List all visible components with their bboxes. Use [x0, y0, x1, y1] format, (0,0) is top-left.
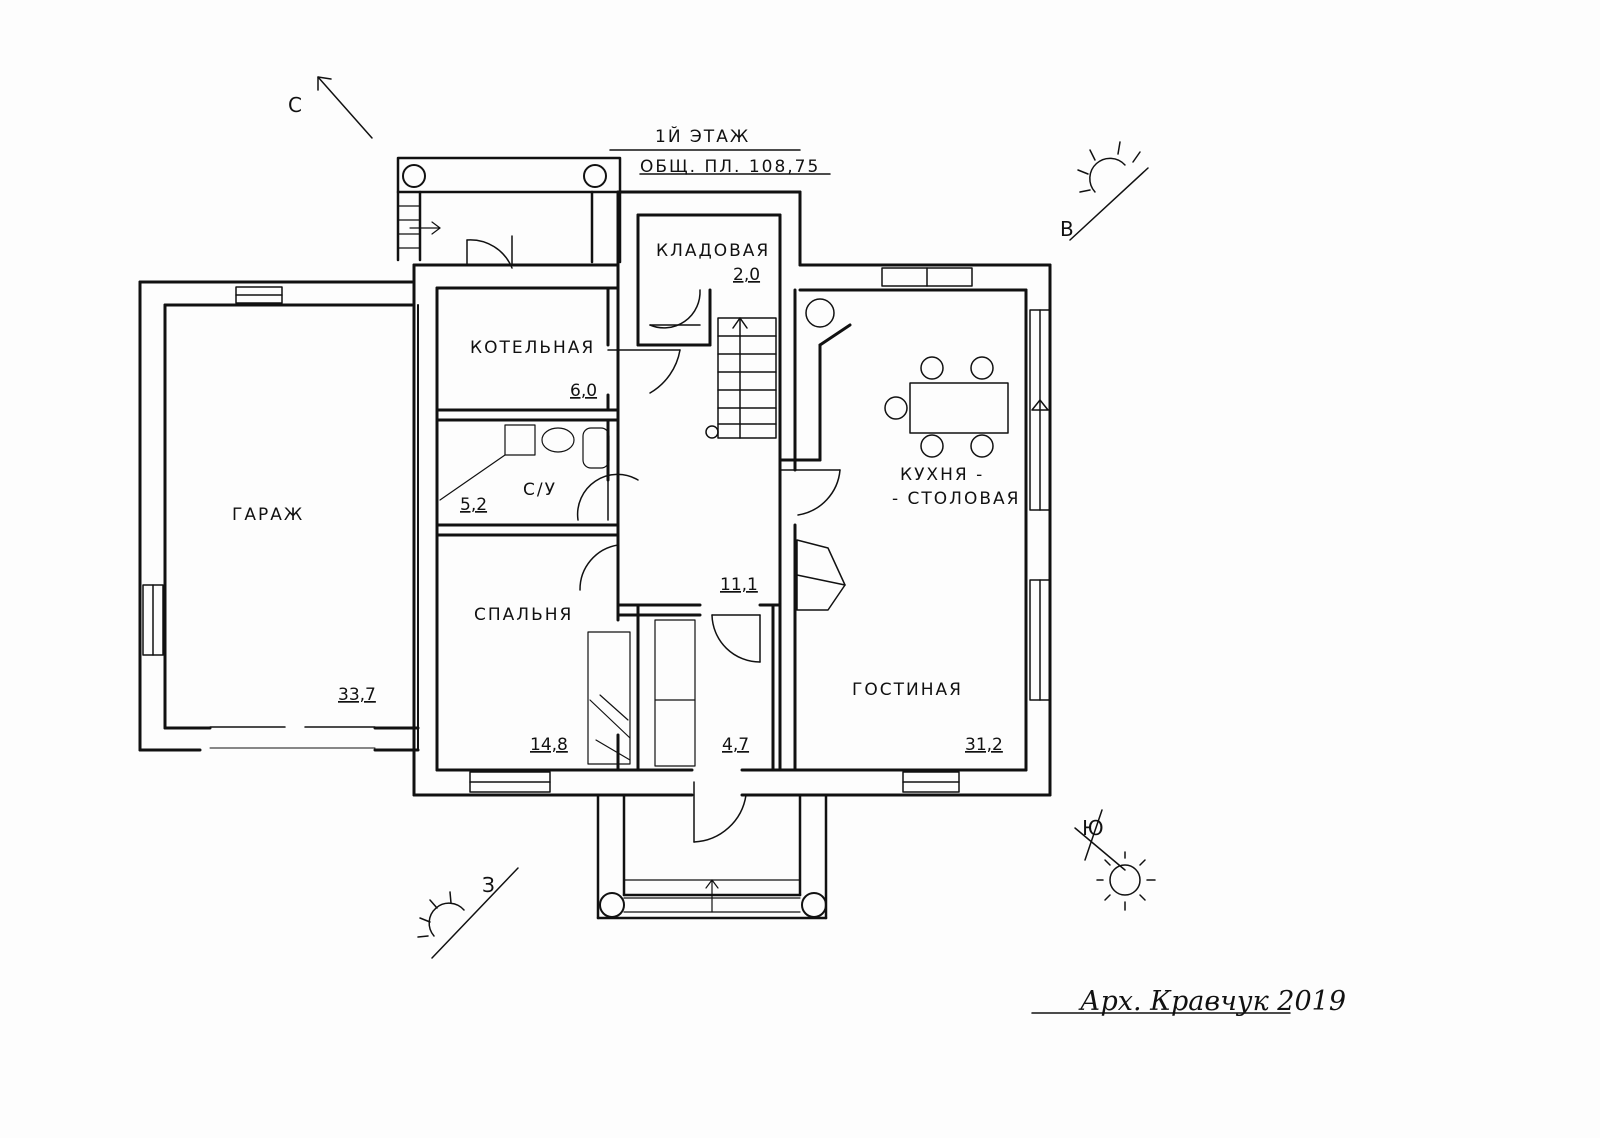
living-south-window: [902, 771, 960, 793]
boiler-area: 6,0: [570, 381, 597, 401]
bedroom-door: [579, 544, 619, 591]
kitchen-label-line2: - СТОЛОВАЯ: [892, 489, 1020, 509]
south-porch-steps: [623, 879, 801, 913]
living-label: ГОСТИНАЯ: [852, 680, 963, 700]
architect-signature: Арх. Кравчук 2019: [1078, 986, 1346, 1017]
floor-title: 1Й ЭТАЖ: [655, 125, 750, 147]
garage-door: [209, 726, 376, 749]
boiler-label: КОТЕЛЬНАЯ: [470, 338, 595, 358]
garage-label: ГАРАЖ: [232, 505, 304, 525]
pantry-area: 2,0: [733, 265, 760, 285]
total-area: ОБЩ. ПЛ. 108,75: [640, 157, 820, 177]
wc-label: С/У: [523, 480, 557, 500]
vestibule-door: [711, 614, 761, 663]
living-area: 31,2: [965, 735, 1003, 755]
boiler-door: [607, 349, 681, 394]
vestibule-area: 4,7: [722, 735, 749, 755]
north-porch: [396, 156, 622, 264]
vestibule-closet: [654, 619, 696, 767]
compass-east-label: В: [1060, 217, 1074, 241]
bedroom-wardrobe: [587, 631, 631, 765]
hall-area: 11,1: [720, 575, 758, 595]
wc-door: [576, 473, 639, 521]
east-sun-icon: [1069, 141, 1149, 241]
pantry-door: [649, 289, 701, 329]
plan-texts: 1Й ЭТАЖ ОБЩ. ПЛ. 108,75 ГАРАЖ 33,7 КОТЕЛ…: [232, 93, 1346, 1017]
kitchen-label-line1: КУХНЯ -: [900, 465, 984, 485]
living-east-window: [1029, 579, 1051, 701]
bedroom-window: [469, 771, 551, 793]
garage-walls: [138, 280, 420, 752]
front-door: [693, 781, 747, 843]
north-entry-door: [466, 235, 513, 269]
title-underlines: [609, 149, 831, 175]
staircase: [705, 317, 777, 439]
compass-south-label: Ю: [1082, 816, 1104, 840]
fireplace-corner: [805, 298, 835, 328]
compass-west-label: З: [482, 873, 495, 897]
north-porch-steps: [397, 205, 441, 249]
bedroom-label: СПАЛЬНЯ: [474, 605, 573, 625]
kitchen-top-window: [881, 267, 973, 287]
north-arrow: [317, 76, 373, 139]
garage-windows: [142, 286, 283, 656]
pantry-label: КЛАДОВАЯ: [656, 241, 770, 261]
wc-area: 5,2: [460, 495, 487, 515]
kitchen-east-window: [1029, 309, 1051, 511]
compass-north-label: С: [288, 93, 302, 117]
garage-area: 33,7: [338, 685, 376, 705]
living-bay: [796, 539, 846, 611]
hall-kitchen-door: [779, 469, 841, 516]
wc-fixtures: [439, 424, 610, 501]
west-sun-icon: [417, 867, 519, 959]
kitchen-walls: [778, 288, 852, 772]
south-porch: [596, 793, 828, 920]
bedroom-area: 14,8: [530, 735, 568, 755]
porch-columns: [402, 164, 827, 918]
interior-partitions: [435, 286, 782, 772]
dining-table: [884, 356, 1009, 458]
south-sun-icon: [1074, 809, 1156, 911]
